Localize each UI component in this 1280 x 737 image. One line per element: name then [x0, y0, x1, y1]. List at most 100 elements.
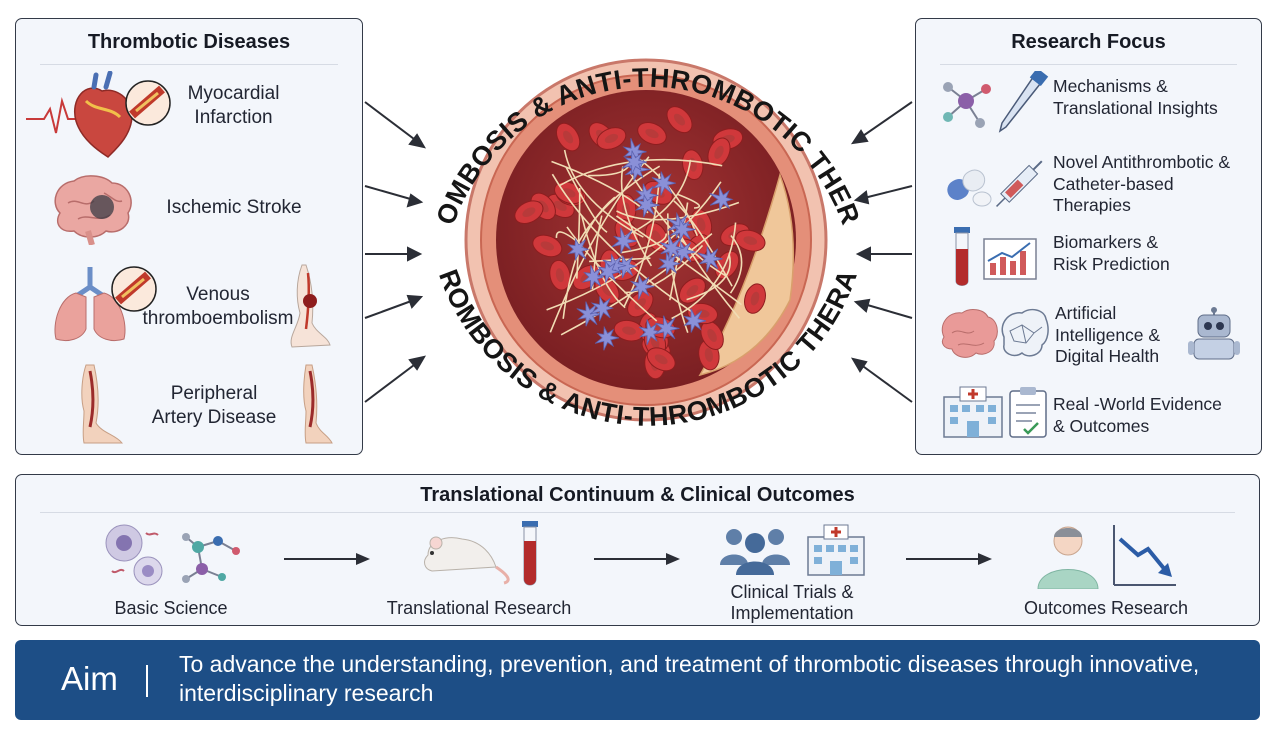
stage-label-basic-science: Basic Science: [96, 598, 246, 619]
fibrin-strand: [563, 149, 644, 238]
platelet: [634, 193, 660, 218]
fibrin-strand: [686, 253, 731, 301]
red-blood-cell: [596, 127, 627, 150]
mouse-tube-icon: [424, 521, 538, 586]
divider: [940, 64, 1237, 65]
fibrin-strand: [669, 202, 689, 301]
label-line: Infarction: [194, 107, 273, 128]
fibrin-strand: [588, 165, 630, 177]
label-line: Ischemic Stroke: [166, 197, 302, 218]
red-blood-cell: [627, 290, 654, 318]
label-line: Peripheral: [170, 383, 258, 404]
platelet: [709, 186, 734, 212]
label-line: Implementation: [730, 603, 854, 623]
label-line: Clinical Trials &: [730, 582, 854, 602]
red-blood-cell: [555, 122, 581, 152]
right-arrows: [850, 101, 913, 403]
platelet: [659, 234, 685, 262]
flow-arrow: [284, 553, 370, 565]
red-blood-cell: [735, 229, 766, 252]
flow-arrow: [594, 553, 680, 565]
activated-platelets: [567, 138, 734, 351]
left-arrows: [364, 101, 427, 403]
platelet: [638, 319, 663, 345]
robot-icon: [1188, 307, 1240, 360]
platelet: [581, 265, 605, 290]
red-blood-cell: [707, 137, 731, 168]
fibrin-strand: [680, 236, 741, 319]
patient-chart-icon: [1037, 525, 1176, 589]
pill-syringe-icon: [947, 160, 1043, 207]
aim-label: Aim: [61, 660, 118, 697]
red-blood-cells: [514, 106, 766, 380]
label-line: thromboembolism: [142, 308, 294, 329]
brain-icon: [54, 175, 132, 245]
leg-icon: [81, 364, 124, 444]
stage-label-translational-research: Translational Research: [374, 598, 584, 619]
red-blood-cell: [514, 200, 544, 224]
label-line: Artery Disease: [151, 407, 277, 428]
label-line: Translational Research: [386, 598, 572, 618]
platelet: [671, 240, 696, 264]
fibrin-strand: [580, 215, 626, 309]
molecule-icon: [943, 71, 1049, 133]
label-line: Artificial: [1055, 303, 1117, 323]
platelet: [654, 315, 680, 342]
platelet: [589, 296, 615, 322]
aim-divider: [146, 665, 148, 697]
panel-title: Thrombotic Diseases: [87, 31, 291, 53]
disease-label-mi: Myocardial Infarction: [166, 82, 301, 130]
leg-dvt-icon: [290, 264, 331, 348]
panel-title: Translational Continuum & Clinical Outco…: [420, 484, 855, 506]
people-hospital-icon: [720, 524, 865, 576]
leg-artery-icon: [303, 364, 333, 444]
label-line: Therapies: [1053, 195, 1131, 215]
fibrin-strand: [673, 200, 733, 287]
aim-text: To advance the understanding, prevention…: [179, 651, 1200, 706]
focus-label-rwe: Real -World Evidence & Outcomes: [1053, 394, 1258, 437]
platelet: [629, 274, 655, 300]
label-line: Intelligence &: [1055, 324, 1161, 345]
label-line: Basic Science: [114, 598, 228, 618]
aim-banner: Aim To advance the understanding, preven…: [15, 640, 1260, 720]
red-blood-cell: [594, 275, 620, 304]
label-line: Biomarkers &: [1053, 232, 1159, 252]
test-tube-chart-icon: [954, 227, 1037, 286]
platelet: [697, 246, 723, 273]
fibrin-strand: [623, 173, 661, 308]
fibrin-strand: [615, 215, 742, 306]
platelet: [576, 301, 602, 327]
red-blood-cell: [637, 122, 667, 145]
platelet: [651, 171, 676, 196]
fibrin-strand: [551, 173, 693, 313]
red-blood-cell: [666, 106, 693, 134]
flow-arrow: [906, 553, 992, 565]
thrombotic-diseases-panel: Thrombotic Diseases Myocardial Infarctio…: [15, 18, 363, 455]
label-line: Risk Prediction: [1053, 253, 1170, 274]
divider: [40, 64, 338, 65]
label-line: Outcomes Research: [1023, 598, 1189, 618]
focus-label-biomarkers: Biomarkers & Risk Prediction: [1053, 232, 1258, 275]
label-line: Mechanisms &: [1053, 76, 1168, 96]
label-line: Translational Insights: [1053, 97, 1218, 118]
fibrin-strand: [577, 165, 661, 243]
red-blood-cell: [549, 259, 571, 291]
fibrin-strand: [576, 187, 581, 279]
fibrin-strand: [546, 181, 722, 311]
disease-label-pad: Peripheral Artery Disease: [134, 382, 294, 430]
focus-label-therapies: Novel Antithrombotic & Catheter-based Th…: [1053, 152, 1258, 217]
fibrin-strand: [667, 213, 689, 333]
hospital-clipboard-icon: [943, 386, 1047, 438]
divider: [40, 512, 1235, 513]
platelet: [611, 227, 637, 254]
stage-label-clinical-trials: Clinical Trials & Implementation: [694, 582, 890, 624]
label-line: Digital Health: [1055, 346, 1160, 366]
fibrin-strand: [671, 222, 737, 320]
heart-icon: [26, 71, 171, 158]
ai-brain-icon: [941, 308, 1049, 358]
focus-label-mechanisms: Mechanisms & Translational Insights: [1053, 76, 1258, 119]
red-blood-cell: [646, 347, 676, 372]
label-line: Catheter-based: [1053, 173, 1174, 194]
fibrin-strand: [620, 166, 653, 267]
translational-continuum-panel: Translational Continuum & Clinical Outco…: [15, 474, 1260, 626]
